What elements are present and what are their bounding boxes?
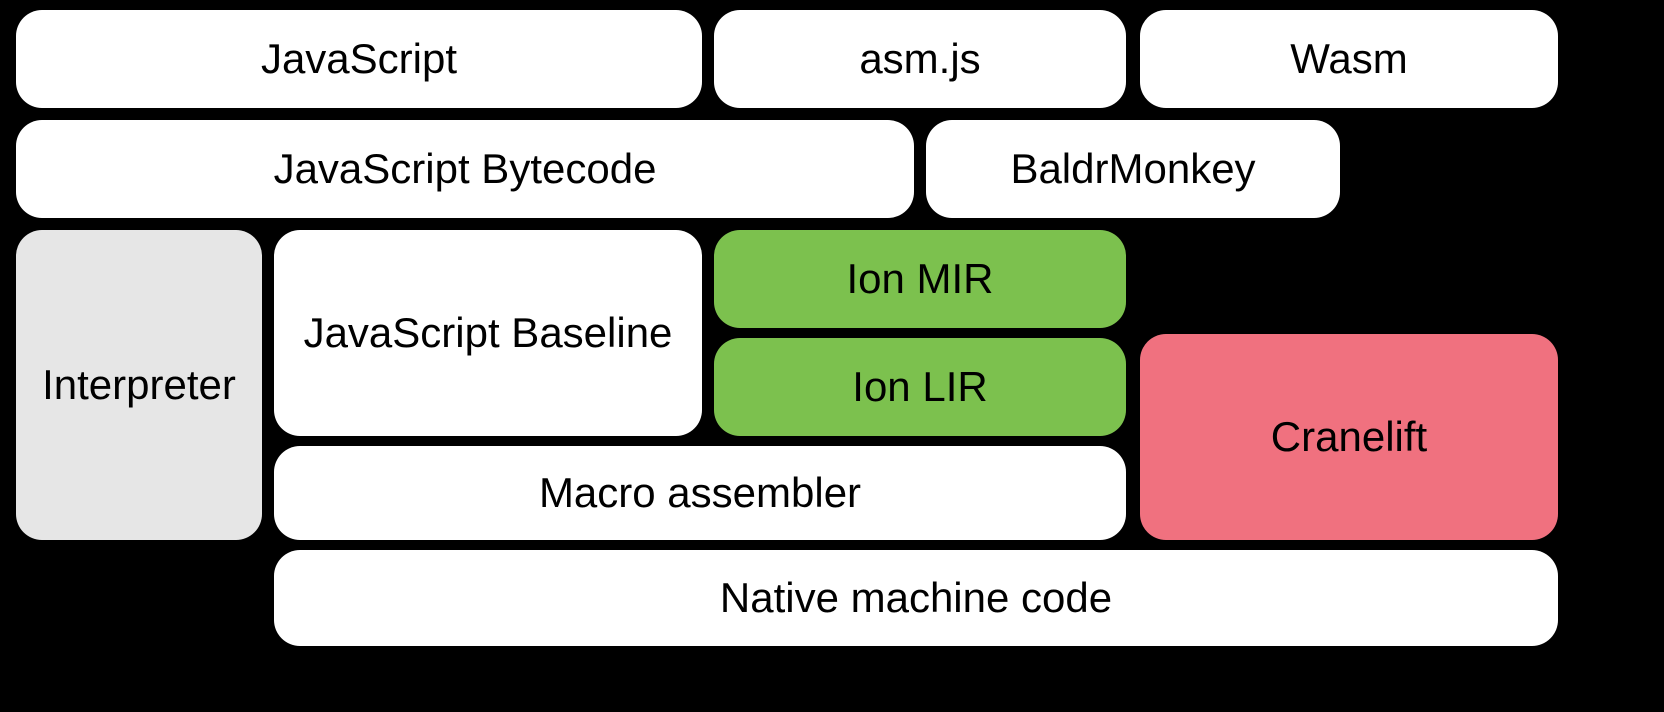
box-interpreter: Interpreter [16,230,262,540]
box-label: Ion LIR [852,362,988,410]
box-label: Native machine code [719,573,1113,621]
box-javascript-baseline: JavaScript Baseline [274,230,702,436]
box-javascript: JavaScript [16,10,702,108]
box-label: Macro assembler [538,468,862,516]
box-label: asm.js [859,34,981,82]
box-wasm: Wasm [1140,10,1558,108]
box-label: Interpreter [42,360,236,408]
box-native-machine-code: Native machine code [274,550,1558,646]
box-label: BaldrMonkey [1010,144,1256,192]
box-ion-lir: Ion LIR [714,338,1126,436]
box-label: Wasm [1290,34,1408,82]
box-label: Ion MIR [846,254,994,302]
box-label: JavaScript Baseline [303,308,673,356]
box-asmjs: asm.js [714,10,1126,108]
box-baldrmonkey: BaldrMonkey [926,120,1340,218]
box-macro-assembler: Macro assembler [274,446,1126,540]
box-cranelift: Cranelift [1140,334,1558,540]
box-label: JavaScript [260,34,458,82]
box-javascript-bytecode: JavaScript Bytecode [16,120,914,218]
box-ion-mir: Ion MIR [714,230,1126,328]
box-label: Cranelift [1270,412,1428,460]
box-label: JavaScript Bytecode [273,144,657,192]
